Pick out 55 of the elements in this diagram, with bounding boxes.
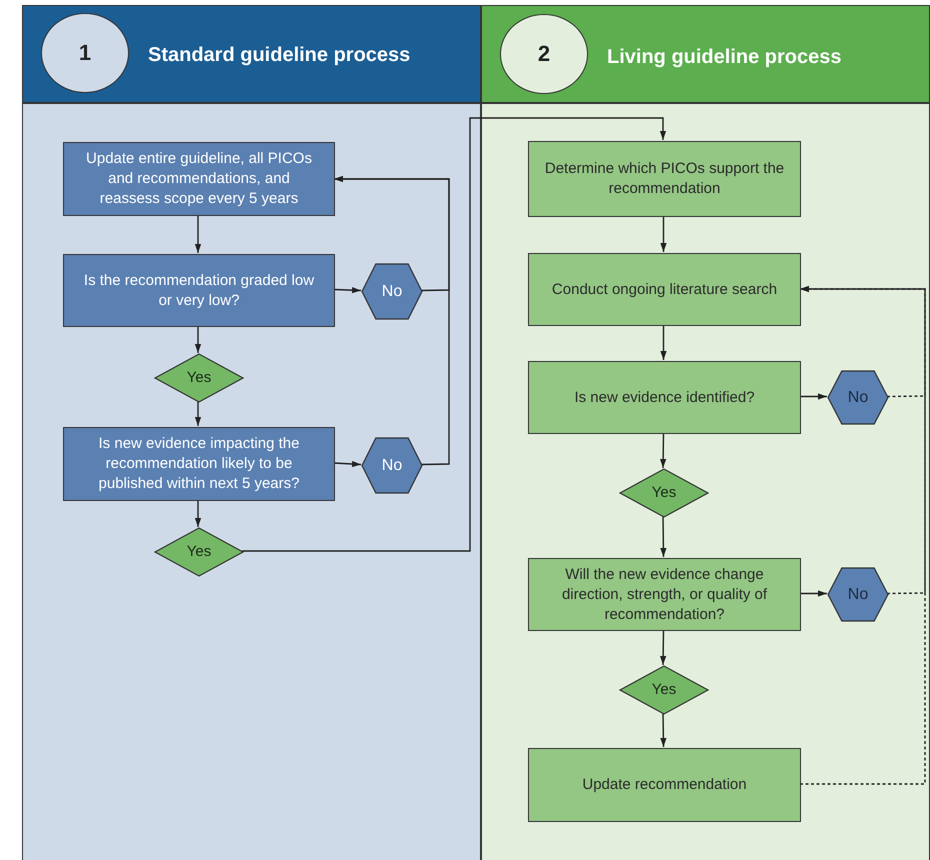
process-box xyxy=(63,427,335,501)
connector-arrow xyxy=(334,460,362,468)
connector-arrow xyxy=(800,286,926,785)
step-number: 1 xyxy=(78,43,92,63)
no-hexagon xyxy=(362,438,422,493)
yes-diamond xyxy=(620,469,708,517)
node-text: Is new evidence impacting the recommendation likely to be published within next 5 years? xyxy=(98,434,300,494)
connector-arrow xyxy=(660,325,667,360)
node-text: Is new evidence identified? xyxy=(574,388,755,408)
connector-arrow xyxy=(334,176,450,466)
node-text: No xyxy=(848,388,868,408)
step-number: 2 xyxy=(538,44,550,64)
node-text: Is the recommendation graded low or very low? xyxy=(82,270,316,310)
process-box xyxy=(528,361,801,434)
no-hexagon xyxy=(828,568,888,621)
process-box xyxy=(63,142,335,216)
no-hexagon xyxy=(362,264,422,319)
connector-arrow xyxy=(800,590,827,597)
node-text: Yes xyxy=(652,680,676,700)
yes-diamond xyxy=(155,354,243,402)
connector-arrow xyxy=(334,287,362,294)
process-box xyxy=(528,558,801,631)
node-text: Update recommendation xyxy=(582,775,747,795)
node-text: Yes xyxy=(186,542,212,562)
process-box xyxy=(528,253,801,326)
node-text: Conduct ongoing literature search xyxy=(552,280,778,300)
node-text: Will the new evidence change direction, strength, or quality of recommendation? xyxy=(560,564,768,624)
swimlane-panel xyxy=(481,5,930,860)
node-text: Update entire guideline, all PICOs and recommendations, and reassess scope every 5 years xyxy=(85,149,313,209)
connector-arrow xyxy=(660,713,667,747)
process-box xyxy=(63,254,335,327)
yes-diamond xyxy=(620,666,708,714)
connector-arrow xyxy=(660,516,667,557)
node-text: No xyxy=(848,584,868,604)
connector-arrow xyxy=(660,630,666,665)
node-text: Determine which PICOs support the recommendation xyxy=(544,159,786,199)
connector-arrow xyxy=(660,216,667,252)
no-hexagon xyxy=(828,371,888,424)
node-text: No xyxy=(382,456,402,476)
node-text: Yes xyxy=(186,368,212,388)
connector-arrow xyxy=(194,401,202,426)
node-text: Yes xyxy=(652,483,676,503)
process-box xyxy=(528,141,801,217)
connector-arrow xyxy=(194,500,202,527)
node-text: No xyxy=(382,282,402,302)
connector-arrow xyxy=(194,215,202,253)
yes-diamond xyxy=(155,528,243,576)
connector-arrow xyxy=(800,393,827,400)
swimlane-panel xyxy=(22,5,481,860)
connector-arrow xyxy=(194,326,202,353)
lane-heading: Standard guideline process xyxy=(148,43,410,68)
connector-arrow xyxy=(242,117,666,552)
lane-heading: Living guideline process xyxy=(607,45,842,70)
connector-arrow xyxy=(660,433,666,468)
process-box xyxy=(528,748,801,822)
